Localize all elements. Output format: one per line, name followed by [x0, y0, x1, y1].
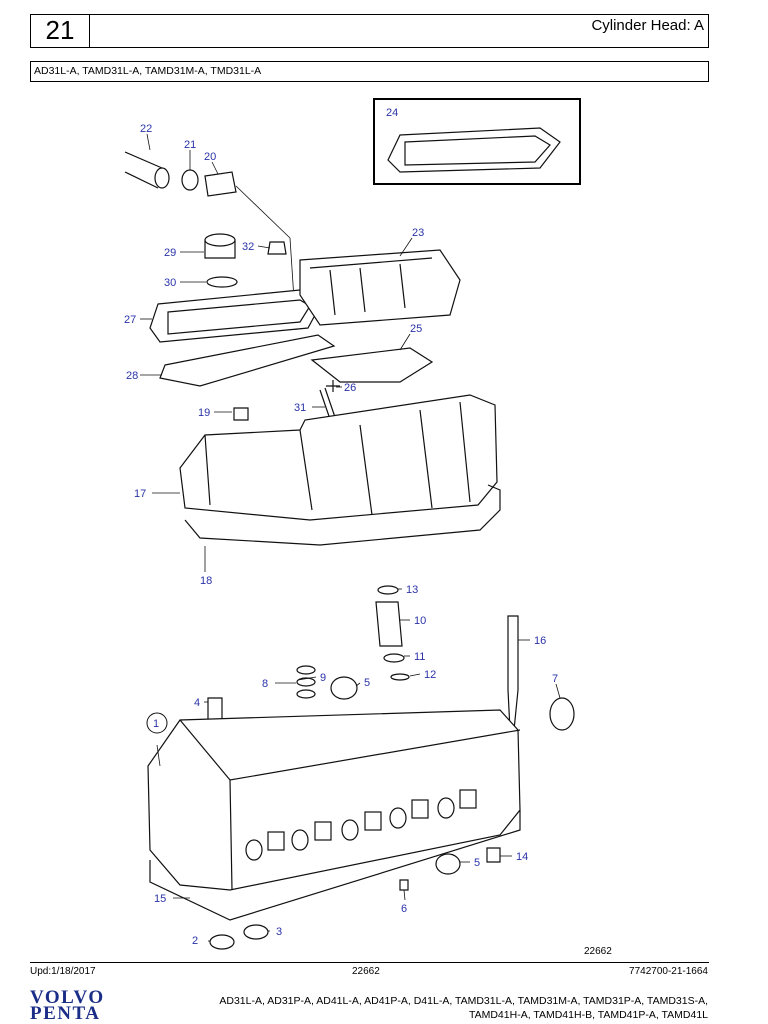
part-14-plug — [486, 847, 501, 863]
part-9-seal — [296, 677, 316, 687]
update-date: Upd:1/18/2017 — [30, 966, 96, 977]
label-10: 10 — [414, 615, 426, 627]
exploded-parts-diagram: 1 2 3 4 5 5 6 7 8 9 10 11 12 13 14 15 16… — [124, 98, 612, 957]
label-32: 32 — [242, 241, 254, 253]
label-1-circle — [146, 712, 168, 734]
label-29: 29 — [164, 247, 176, 259]
part-16-bolt — [507, 615, 519, 731]
part-reference: 7742700-21-1664 — [629, 966, 708, 977]
part-32-fitting — [267, 241, 287, 255]
part-26-screw — [326, 380, 340, 392]
label-15: 15 — [154, 893, 166, 905]
part-5-plug-lower — [435, 853, 461, 875]
part-8-seal — [296, 665, 316, 675]
part-25-gasket — [310, 347, 434, 383]
label-3: 3 — [276, 926, 282, 938]
part-23-rocker-cover — [299, 249, 461, 326]
part-22-pipe — [124, 151, 163, 189]
logo-line-volvo: VOLVO — [30, 987, 105, 1008]
part-13-washer — [377, 585, 399, 595]
label-20: 20 — [204, 151, 216, 163]
label-5: 5 — [364, 677, 370, 689]
part-17-valve-cover — [179, 394, 498, 521]
inset-box-24 — [373, 98, 581, 185]
part-1-cylinder-head — [147, 709, 521, 891]
part-11-oring — [383, 653, 405, 663]
label-7: 7 — [552, 673, 558, 685]
label-4: 4 — [194, 697, 200, 709]
footer-models-line-2: TAMD41H-A, TAMD41H-B, TAMD41P-A, TAMD41L — [468, 1009, 708, 1021]
head-ports — [245, 789, 477, 861]
label-18: 18 — [200, 575, 212, 587]
label-31: 31 — [294, 402, 306, 414]
part-labels: 1 2 3 4 5 5 6 7 8 9 10 11 12 13 14 15 16… — [124, 107, 558, 947]
footer-rule — [30, 962, 709, 963]
part-5-plug — [330, 676, 358, 700]
label-5-lower: 5 — [474, 857, 480, 869]
part-2-sleeve — [209, 934, 235, 950]
part-21-clamp — [181, 169, 199, 191]
part-10-injector-sleeve — [375, 601, 403, 647]
models-header: AD31L-A, TAMD31L-A, TAMD31M-A, TMD31L-A — [30, 61, 709, 82]
part-20-hose — [204, 171, 237, 197]
label-23: 23 — [412, 227, 424, 239]
label-26: 26 — [344, 382, 356, 394]
doc-number: 22662 — [352, 966, 380, 977]
label-24: 24 — [386, 107, 398, 119]
label-30: 30 — [164, 277, 176, 289]
label-21: 21 — [184, 139, 196, 151]
footer-models-line-1: AD31L-A, AD31P-A, AD41L-A, AD41P-A, D41L… — [219, 995, 708, 1007]
diagram-ref-number: 22662 — [584, 946, 612, 957]
part-28-gasket — [159, 334, 336, 387]
part-27-valve-cover — [149, 289, 323, 343]
label-22: 22 — [140, 123, 152, 135]
part-12-oring — [390, 673, 410, 681]
footer-models: AD31L-A, AD31P-A, AD41L-A, AD41P-A, D41L… — [148, 994, 708, 1022]
title-box: Cylinder Head: A — [89, 14, 709, 48]
label-12: 12 — [424, 669, 436, 681]
page-number: 21 — [30, 14, 90, 48]
part-7-plug — [549, 697, 575, 731]
label-17: 17 — [134, 488, 146, 500]
label-16: 16 — [534, 635, 546, 647]
volvo-penta-logo: VOLVO PENTA — [30, 987, 126, 1024]
label-28: 28 — [126, 370, 138, 382]
part-30-washer — [206, 276, 238, 288]
part-22-pipe-end — [154, 167, 170, 189]
part-15-head-gasket — [149, 810, 521, 921]
label-6: 6 — [401, 903, 407, 915]
label-9: 9 — [320, 672, 326, 684]
leader-lines — [140, 133, 561, 942]
label-8: 8 — [262, 678, 268, 690]
label-19: 19 — [198, 407, 210, 419]
label-13: 13 — [406, 584, 418, 596]
logo-line-penta: PENTA — [30, 1003, 101, 1024]
page-title: Cylinder Head: A — [591, 17, 704, 34]
label-25: 25 — [410, 323, 422, 335]
label-11: 11 — [414, 651, 425, 663]
part-19-nut — [233, 407, 249, 421]
part-6-screw — [399, 879, 409, 891]
label-14: 14 — [516, 851, 528, 863]
label-2: 2 — [192, 935, 198, 947]
part-3-sleeve — [243, 924, 269, 940]
part-24-gasket — [387, 127, 561, 173]
part-18-gasket — [184, 484, 501, 546]
label-27: 27 — [124, 314, 136, 326]
label-1: 1 — [153, 718, 159, 730]
